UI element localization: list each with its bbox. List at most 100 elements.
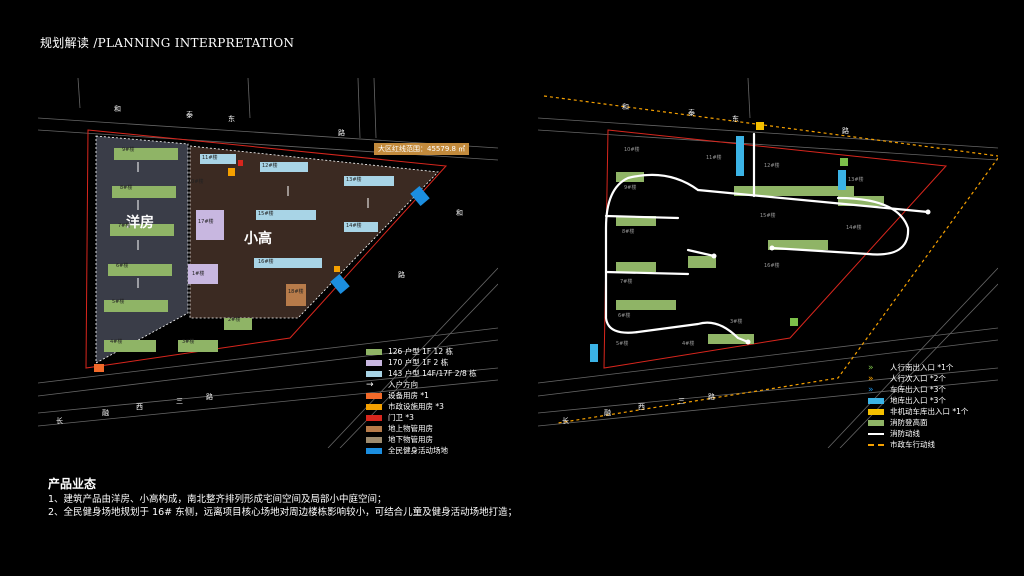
- building-tag: 7#楼: [118, 223, 131, 229]
- legend-label: 消防动线: [890, 429, 920, 438]
- legend-right: »人行南出入口 *1个 »人行次入口 *2个 »车库出入口 *3个 地库出入口 …: [868, 362, 968, 450]
- legend-item: 全民健身活动场地: [366, 445, 477, 456]
- building-tag: 16#楼: [764, 263, 780, 269]
- building-tag: 2#楼: [228, 317, 241, 323]
- building-tag: 14#楼: [346, 223, 362, 229]
- legend-swatch: [366, 392, 382, 399]
- building-tag: 9#楼: [624, 185, 637, 191]
- building-tag: 6#楼: [618, 313, 631, 319]
- legend-label: 车库出入口 *3个: [890, 385, 946, 394]
- legend-item: 市政车行动线: [868, 439, 968, 450]
- road-label: 路: [338, 129, 345, 137]
- legend-swatch: [868, 408, 884, 415]
- legend-swatch: [868, 443, 884, 446]
- building-tag: 3#楼: [182, 339, 195, 345]
- road-label: 长: [562, 417, 569, 425]
- legend-label: 非机动车库出入口 *1个: [890, 407, 969, 416]
- building-tag: 4#楼: [682, 341, 695, 347]
- road-label: 长: [56, 417, 63, 425]
- zone-label-highrise: 小高: [244, 231, 272, 247]
- legend-item: 消防动线: [868, 428, 968, 439]
- building-tag: 11#楼: [706, 155, 722, 161]
- road-label: 东: [732, 115, 739, 123]
- building-tag: 12#楼: [262, 163, 278, 169]
- legend-swatch: [868, 419, 884, 426]
- notes-section: 产品业态 1、建筑产品由洋房、小高构成，南北整齐排列形成宅间空间及局部小中庭空间…: [48, 478, 517, 519]
- legend-label: 地上物管用房: [388, 424, 433, 433]
- legend-item: → 入户方向: [366, 379, 477, 390]
- building-tag: 15#楼: [258, 211, 274, 217]
- building-tag: 8#楼: [120, 185, 133, 191]
- legend-label: 入户方向: [388, 380, 418, 389]
- building-tag: 13#楼: [848, 177, 864, 183]
- legend-item: 地上物管用房: [366, 423, 477, 434]
- legend-label: 门卫 *3: [388, 413, 414, 422]
- building-tag: 7#楼: [620, 279, 633, 285]
- legend-swatch: [366, 425, 382, 432]
- building-tag: 3#楼: [730, 319, 743, 325]
- chevron-right-icon: »: [868, 373, 874, 384]
- legend-swatch: [366, 436, 382, 443]
- zone-label-villa: 洋房: [126, 215, 154, 231]
- building-tag: 5#楼: [616, 341, 629, 347]
- legend-swatch: [366, 447, 382, 454]
- building-tag: 4#楼: [110, 339, 123, 345]
- legend-item: 设备用房 *1: [366, 390, 477, 401]
- building-tag: 16#楼: [258, 259, 274, 265]
- site-plan-left-drawing: [38, 78, 498, 448]
- building-tag: 15#楼: [760, 213, 776, 219]
- site-plan-left: 大区红线范围：45579.8 ㎡ 洋房 小高 和 泰 东 路 和 路 长 融 西…: [38, 78, 498, 448]
- road-label: 路: [708, 393, 715, 401]
- legend-item: » 人行南出入口 *1个: [868, 362, 968, 373]
- chevron-right-icon: »: [868, 362, 874, 373]
- legend-item: 非机动车库出入口 *1个: [868, 406, 968, 417]
- legend-label: 143 户型 14F/17F 2/8 栋: [388, 369, 477, 378]
- legend-item: 170 户型 1F 2 栋: [366, 357, 477, 368]
- legend-swatch: [868, 397, 884, 404]
- legend-label: 地下物管用房: [388, 435, 433, 444]
- legend-item: 消防登高面: [868, 417, 968, 428]
- road-label: 路: [398, 271, 405, 279]
- legend-swatch: [366, 370, 382, 377]
- legend-item: 126 户型 1F 12 栋: [366, 346, 477, 357]
- legend-label: 全民健身活动场地: [388, 446, 448, 455]
- legend-label: 消防登高面: [890, 418, 928, 427]
- legend-item: » 车库出入口 *3个: [868, 384, 968, 395]
- building-tag: 18#楼: [288, 289, 304, 295]
- legend-label: 人行南出入口 *1个: [890, 363, 954, 372]
- legend-swatch: [366, 359, 382, 366]
- building-tag: 8#楼: [622, 229, 635, 235]
- legend-item: » 人行次入口 *2个: [868, 373, 968, 384]
- road-label: 路: [842, 127, 849, 135]
- arrow-right-icon: →: [366, 379, 374, 390]
- site-plan-right-drawing: [538, 78, 998, 448]
- road-label: 泰: [186, 111, 193, 119]
- road-label: 三: [176, 397, 183, 405]
- building-tag: 10#楼: [624, 147, 640, 153]
- building-tag: 11#楼: [202, 155, 218, 161]
- building-tag: 14#楼: [846, 225, 862, 231]
- area-callout: 大区红线范围：45579.8 ㎡: [374, 143, 470, 155]
- road-label: 路: [206, 393, 213, 401]
- chevron-right-icon: »: [868, 384, 874, 395]
- road-label: 和: [114, 105, 121, 113]
- building-tag: 5#楼: [112, 299, 125, 305]
- road-label: 西: [638, 403, 645, 411]
- legend-label: 设备用房 *1: [388, 391, 429, 400]
- legend-label: 170 户型 1F 2 栋: [388, 358, 449, 367]
- road-label: 和: [622, 103, 629, 111]
- legend-label: 市政车行动线: [890, 440, 935, 449]
- building-tag: 1#楼: [192, 271, 205, 277]
- road-label: 东: [228, 115, 235, 123]
- legend-swatch: [868, 432, 884, 435]
- site-plan-right: 和 泰 东 路 长 融 西 三 路 10#楼 11#楼 12#楼 13#楼 14…: [538, 78, 998, 448]
- legend-item: 143 户型 14F/17F 2/8 栋: [366, 368, 477, 379]
- building-tag: 12#楼: [764, 163, 780, 169]
- building-tag: 10#楼: [188, 179, 204, 185]
- legend-swatch: [366, 414, 382, 421]
- legend-label: 人行次入口 *2个: [890, 374, 946, 383]
- notes-heading: 产品业态: [48, 477, 97, 491]
- building-tag: 17#楼: [198, 219, 214, 225]
- legend-left: 126 户型 1F 12 栋 170 户型 1F 2 栋 143 户型 14F/…: [366, 346, 477, 456]
- notes-line: 1、建筑产品由洋房、小高构成，南北整齐排列形成宅间空间及局部小中庭空间；: [48, 494, 387, 505]
